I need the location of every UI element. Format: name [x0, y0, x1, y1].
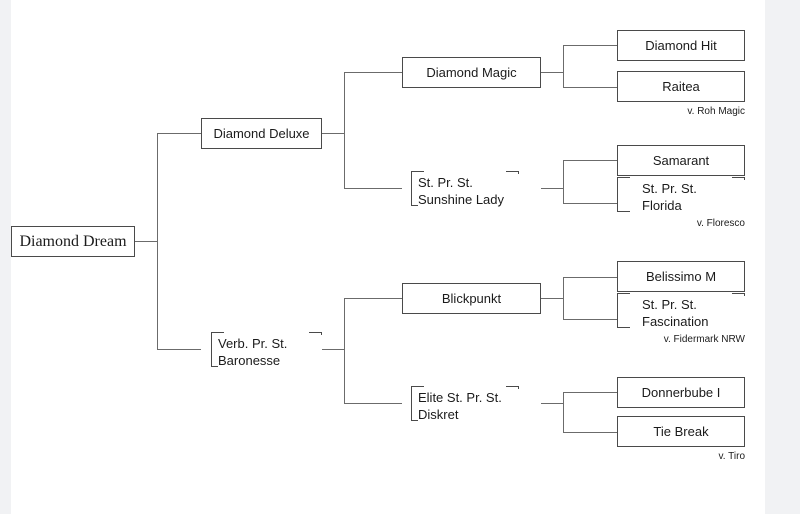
connector-g2b-stub: [322, 349, 344, 350]
node-label: Diamond Magic: [426, 65, 517, 80]
node-label: Diamond Dream: [19, 233, 127, 250]
node-root-diamond-dream[interactable]: Diamond Dream: [11, 226, 135, 257]
node-gen3-st-pr-st-sunshine-lady[interactable]: St. Pr. St. Sunshine Lady: [411, 171, 519, 208]
node-label-line2: Diskret: [418, 406, 519, 423]
connector-g3d-arm-bottom: [563, 432, 617, 433]
connector-root-stub: [135, 241, 157, 242]
node-gen3-blickpunkt[interactable]: Blickpunkt: [402, 283, 541, 314]
node-gen2-diamond-deluxe[interactable]: Diamond Deluxe: [201, 118, 322, 149]
connector-g3d-stub: [541, 403, 563, 404]
caption-sire-line-1: v. Roh Magic: [687, 106, 745, 117]
node-label: Raitea: [662, 79, 700, 94]
node-gen4-samarant[interactable]: Samarant: [617, 145, 745, 176]
node-label-line1: Elite St. Pr. St.: [418, 389, 519, 406]
caption-sire-line-3: v. Fidermark NRW: [663, 334, 745, 345]
connector-g2b-spine: [344, 298, 345, 403]
node-gen4-diamond-hit[interactable]: Diamond Hit: [617, 30, 745, 61]
node-label-line2: Sunshine Lady: [418, 191, 519, 208]
connector-g3c-arm-bottom: [563, 319, 617, 320]
node-gen3-elite-st-pr-st-diskret[interactable]: Elite St. Pr. St. Diskret: [411, 386, 519, 423]
node-label: Belissimo M: [645, 269, 717, 284]
node-label: Tie Break: [653, 424, 709, 439]
connector-g3b-arm-top: [563, 160, 617, 161]
node-label: Diamond Deluxe: [213, 126, 310, 141]
node-gen4-donnerbube-i[interactable]: Donnerbube I: [617, 377, 745, 408]
bracket-corner-top-left: [617, 293, 630, 302]
node-gen3-diamond-magic[interactable]: Diamond Magic: [402, 57, 541, 88]
connector-g2a-arm-top: [344, 72, 402, 73]
connector-g2a-spine: [344, 72, 345, 188]
node-gen2-verb-pr-st-baronesse[interactable]: Verb. Pr. St. Baronesse: [211, 332, 322, 369]
connector-root-arm-top: [157, 133, 201, 134]
connector-g3c-arm-top: [563, 277, 617, 278]
node-gen4-belissimo-m[interactable]: Belissimo M: [617, 261, 745, 292]
node-label-line2: Fascination: [642, 313, 745, 330]
connector-g3b-spine: [563, 160, 564, 203]
connector-g3c-spine: [563, 277, 564, 319]
connector-root-spine: [157, 133, 158, 349]
chart-canvas: Diamond Dream Diamond Deluxe Verb. Pr. S…: [11, 0, 765, 514]
node-label-line1: St. Pr. St.: [642, 296, 745, 313]
connector-g2a-arm-bottom: [344, 188, 402, 189]
connector-g3d-arm-top: [563, 392, 617, 393]
node-label: Donnerbube I: [641, 385, 721, 400]
bracket-rail-left: [617, 293, 618, 328]
bracket-rail-left: [411, 171, 412, 206]
node-label: Blickpunkt: [441, 291, 502, 306]
connector-g2b-arm-bottom: [344, 403, 402, 404]
bracket-corner-top-left: [617, 177, 630, 186]
connector-g2a-stub: [322, 133, 344, 134]
connector-g3d-spine: [563, 392, 564, 432]
node-label-line2: Baronesse: [218, 352, 322, 369]
node-label-line1: Verb. Pr. St.: [218, 335, 322, 352]
connector-g3a-arm-bottom: [563, 87, 617, 88]
node-gen4-raitea[interactable]: Raitea: [617, 71, 745, 102]
connector-g3a-arm-top: [563, 45, 617, 46]
node-gen4-st-pr-st-florida[interactable]: St. Pr. St. Florida: [617, 177, 745, 214]
bracket-rail-left: [211, 332, 212, 367]
connector-g3c-stub: [541, 298, 563, 299]
connector-g3b-arm-bottom: [563, 203, 617, 204]
bracket-corner-bottom-left: [617, 203, 630, 212]
node-label-line1: St. Pr. St.: [418, 174, 519, 191]
node-gen4-st-pr-st-fascination[interactable]: St. Pr. St. Fascination: [617, 293, 745, 330]
node-label-line1: St. Pr. St.: [642, 180, 745, 197]
node-label-line2: Florida: [642, 197, 745, 214]
node-gen4-tie-break[interactable]: Tie Break: [617, 416, 745, 447]
node-label: Samarant: [652, 153, 710, 168]
connector-g3a-stub: [541, 72, 563, 73]
connector-g3b-stub: [541, 188, 563, 189]
bracket-rail-left: [617, 177, 618, 212]
caption-sire-line-4: v. Tiro: [718, 451, 745, 462]
connector-g3a-spine: [563, 45, 564, 87]
connector-root-arm-bottom: [157, 349, 201, 350]
connector-g2b-arm-top: [344, 298, 402, 299]
caption-sire-line-2: v. Floresco: [696, 218, 745, 229]
bracket-corner-bottom-left: [617, 319, 630, 328]
bracket-rail-left: [411, 386, 412, 421]
node-label: Diamond Hit: [645, 38, 717, 53]
